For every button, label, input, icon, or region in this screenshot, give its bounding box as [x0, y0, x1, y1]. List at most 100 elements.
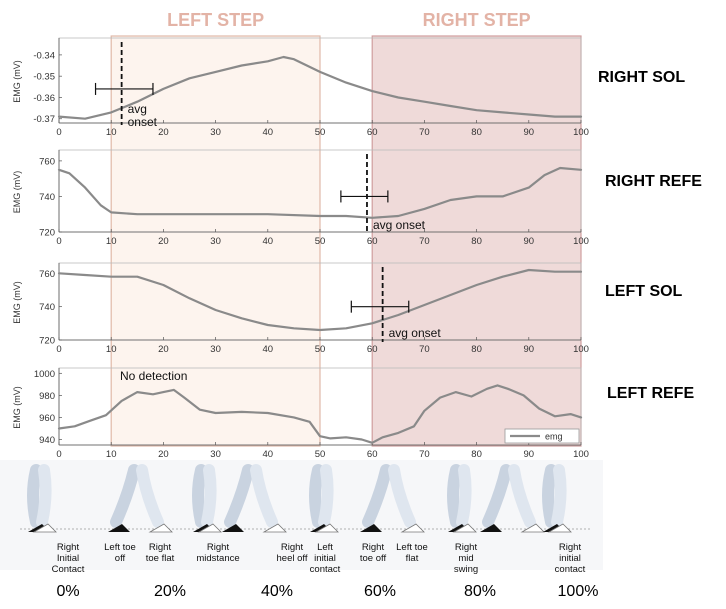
- leg-shape: [362, 464, 392, 528]
- dark-shoe-icon: [480, 524, 502, 532]
- leg-shape: [388, 464, 416, 528]
- right-step-title: RIGHT STEP: [423, 10, 531, 30]
- light-shoe-icon: [520, 523, 545, 533]
- x-tick-label: 40: [263, 449, 274, 460]
- leg-shape: [192, 464, 207, 528]
- y-tick-label: 760: [39, 156, 55, 167]
- y-tick-label: 940: [39, 435, 55, 446]
- right-step-region: [371, 35, 582, 447]
- emg-trace: [57, 166, 583, 219]
- y-tick-label: 720: [39, 336, 55, 347]
- muscle-label: LEFT REFE: [607, 385, 694, 402]
- emg-trace: [57, 384, 583, 444]
- x-tick-label: 40: [263, 127, 274, 138]
- x-tick-label: 10: [106, 344, 117, 355]
- x-tick-label: 60: [367, 344, 378, 355]
- x-tick-label: 90: [524, 127, 535, 138]
- left-step-title: LEFT STEP: [167, 10, 264, 30]
- light-shoe-icon: [262, 523, 287, 533]
- x-tick-label: 80: [471, 344, 482, 355]
- light-shoe-icon: [400, 523, 425, 533]
- x-tick-label: 50: [315, 127, 326, 138]
- leg-shape: [224, 464, 254, 528]
- x-tick-label: 50: [315, 236, 326, 247]
- y-axis-label: EMG (mV): [12, 171, 22, 214]
- x-tick-label: 0: [56, 127, 61, 138]
- emg-trace: [57, 268, 583, 332]
- y-tick-label: 740: [39, 302, 55, 313]
- dark-shoe-icon: [360, 524, 382, 532]
- x-tick-label: 20: [158, 449, 169, 460]
- x-tick-label: 50: [315, 344, 326, 355]
- gait-figure: [360, 464, 425, 533]
- x-tick-label: 80: [471, 449, 482, 460]
- x-tick-label: 10: [106, 236, 117, 247]
- step-regions: [14, 35, 582, 461]
- dark-shoe-icon: [108, 524, 130, 532]
- x-tick-label: 70: [419, 236, 430, 247]
- legend-box: [504, 428, 580, 444]
- gait-figure: [480, 464, 545, 533]
- x-tick-label: 90: [524, 236, 535, 247]
- x-tick-label: 0: [56, 344, 61, 355]
- leg-shape: [309, 464, 324, 528]
- percent-labels: 0%20%40%60%80%100%: [56, 583, 598, 600]
- dark-shoe-icon: [222, 524, 244, 532]
- x-tick-label: 30: [210, 236, 221, 247]
- gait-figure: [447, 464, 477, 533]
- x-tick-label: 80: [471, 236, 482, 247]
- x-tick-label: 30: [210, 344, 221, 355]
- y-axis-label: EMG (mV): [12, 386, 22, 429]
- light-shoe-icon: [32, 523, 57, 533]
- y-tick-label: 740: [39, 192, 55, 203]
- x-tick-label: 10: [106, 127, 117, 138]
- x-tick-label: 70: [419, 449, 430, 460]
- y-tick-label: 720: [39, 228, 55, 239]
- y-tick-label: -0.37: [33, 114, 55, 125]
- gait-percent-label: 80%: [464, 583, 496, 600]
- y-tick-label: -0.35: [33, 72, 55, 83]
- leg-shape: [542, 464, 557, 528]
- y-tick-label: 960: [39, 413, 55, 424]
- x-tick-label: 20: [158, 127, 169, 138]
- muscle-label: LEFT SOL: [605, 283, 683, 300]
- x-tick-label: 30: [210, 449, 221, 460]
- y-axis-label: EMG (mV): [12, 60, 22, 103]
- leg-shape: [36, 464, 52, 528]
- muscle-labels: RIGHT SOL RIGHT REFE LEFT SOL LEFT REFE: [598, 69, 702, 402]
- muscle-label: RIGHT SOL: [598, 69, 685, 86]
- leg-shape: [110, 464, 140, 528]
- x-tick-label: 90: [524, 449, 535, 460]
- x-tick-label: 0: [56, 449, 61, 460]
- light-shoe-icon: [314, 523, 339, 533]
- light-shoe-icon: [197, 523, 222, 533]
- light-shoe-icon: [148, 523, 173, 533]
- gait-percent-label: 60%: [364, 583, 396, 600]
- gait-percent-label: 100%: [558, 583, 599, 600]
- y-tick-label: -0.36: [33, 93, 55, 104]
- gait-figure: [27, 464, 57, 533]
- leg-shape: [482, 464, 512, 528]
- leg-shape: [551, 464, 567, 528]
- legend-label: emg: [545, 432, 563, 442]
- step-titles: LEFT STEP RIGHT STEP: [167, 10, 531, 30]
- x-tick-label: 100: [573, 449, 589, 460]
- x-tick-label: 70: [419, 344, 430, 355]
- gait-percent-label: 20%: [154, 583, 186, 600]
- emg-trace: [57, 55, 583, 120]
- x-tick-label: 0: [56, 236, 61, 247]
- muscle-label: RIGHT REFE: [605, 173, 702, 190]
- gait-figure: [542, 464, 572, 533]
- left-step-region: [110, 35, 321, 447]
